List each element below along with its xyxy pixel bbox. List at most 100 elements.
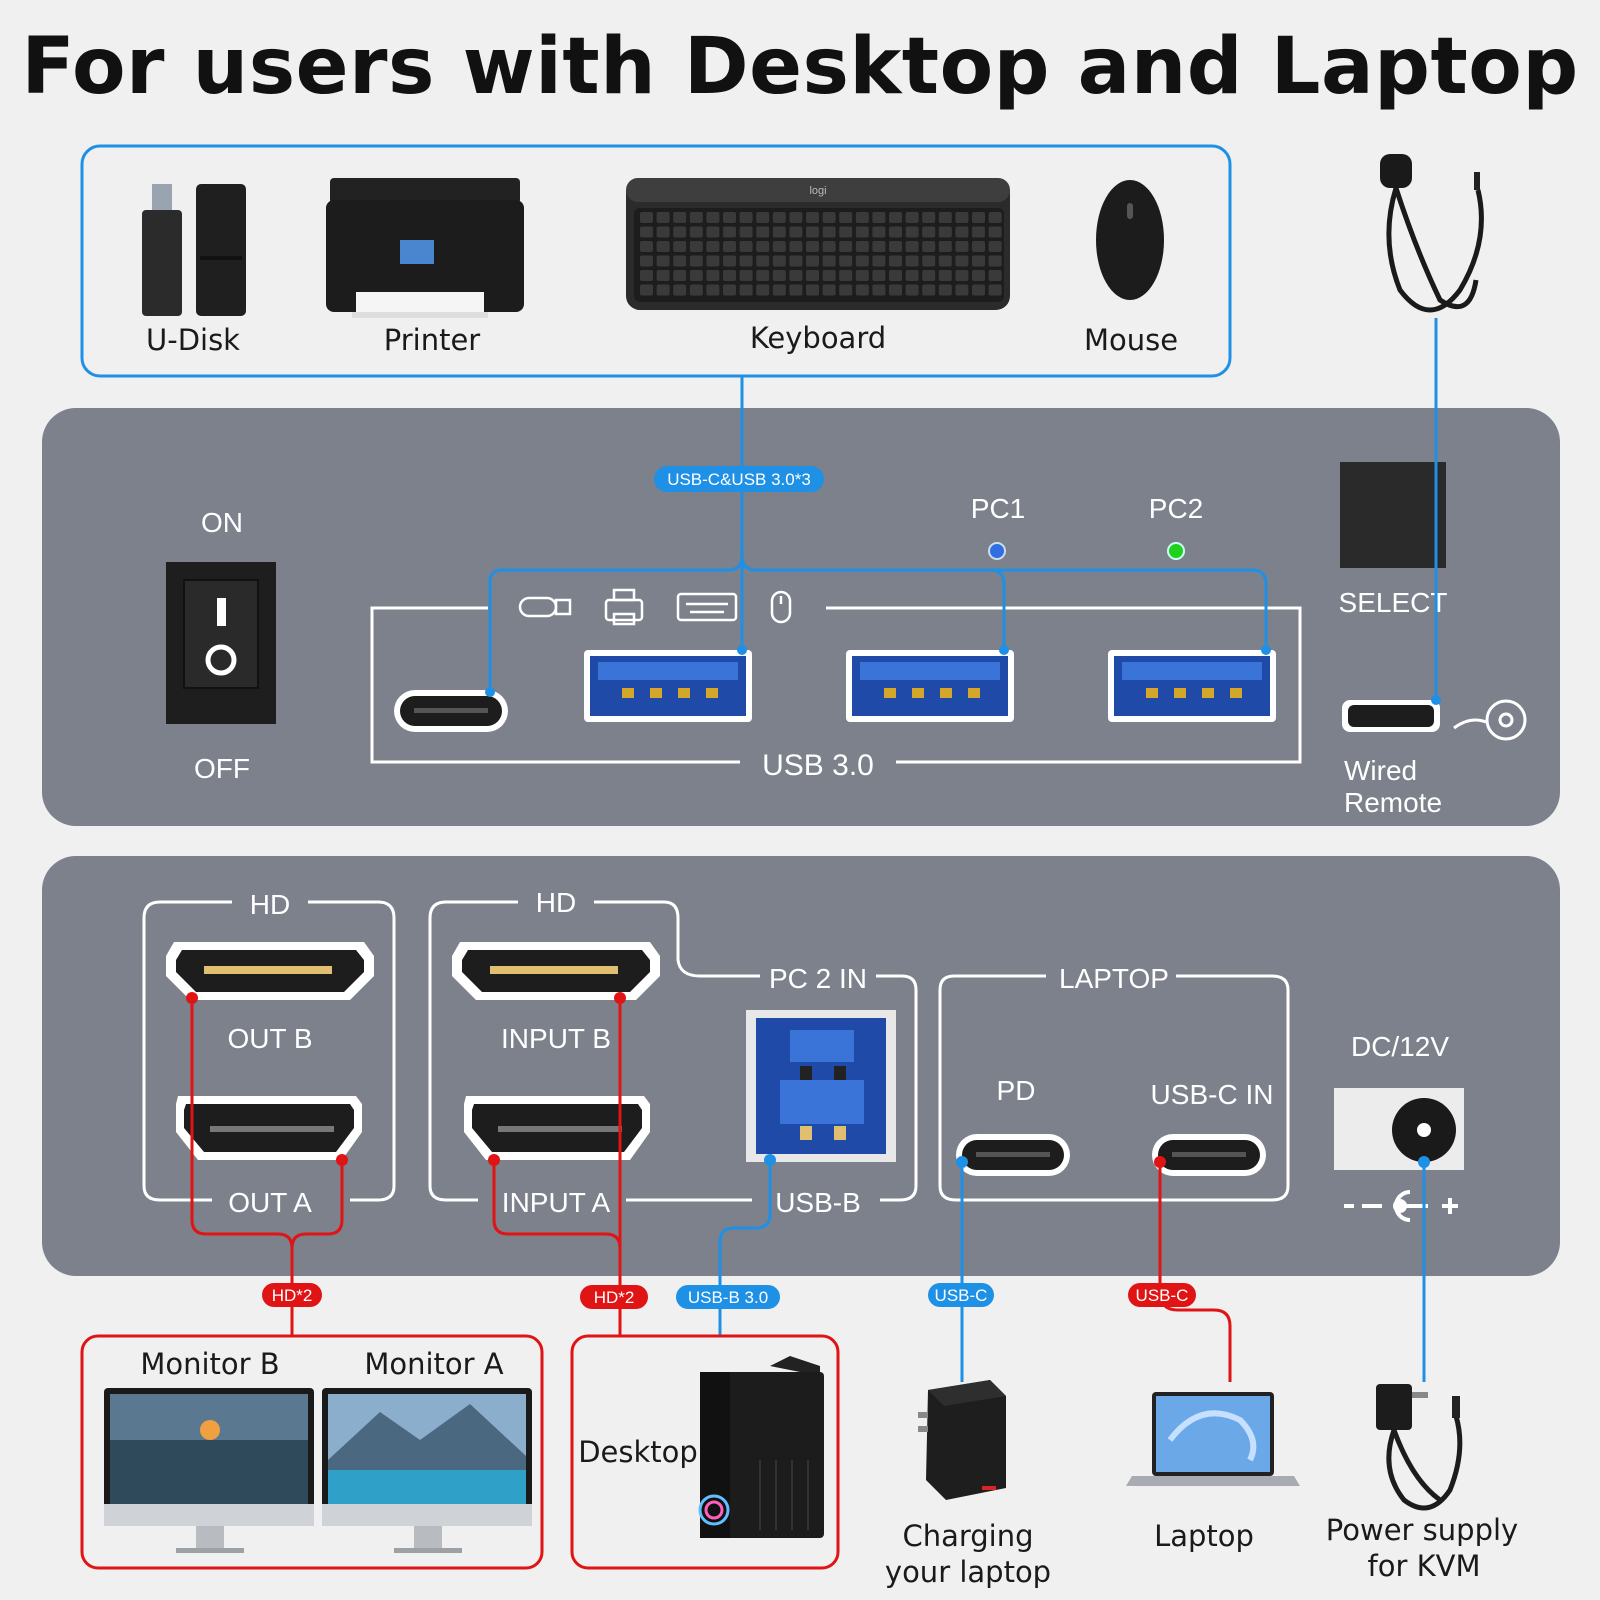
usb-a-port-2[interactable] bbox=[846, 650, 1014, 722]
udisk-label: U-Disk bbox=[146, 323, 240, 357]
keyboard-key bbox=[739, 212, 753, 223]
pc1-led bbox=[988, 542, 1006, 560]
keyboard-key bbox=[839, 255, 853, 267]
keyboard-key bbox=[855, 241, 869, 252]
svg-text:HD*2: HD*2 bbox=[272, 1286, 313, 1305]
keyboard-key bbox=[922, 226, 936, 238]
hd-left-label: HD bbox=[250, 889, 290, 920]
keyboard-key bbox=[922, 255, 936, 267]
keyboard-key bbox=[872, 255, 886, 267]
keyboard-key bbox=[806, 284, 819, 296]
keyboard-key bbox=[955, 241, 969, 252]
pc2-label: PC2 bbox=[1149, 493, 1203, 524]
keyboard-key bbox=[905, 284, 919, 296]
keyboard-key bbox=[972, 270, 985, 281]
keyboard-key bbox=[772, 284, 786, 296]
hd-right-bracket bbox=[428, 900, 760, 1202]
select-label: SELECT bbox=[1339, 587, 1448, 618]
keyboard-key bbox=[889, 255, 902, 267]
select-button[interactable] bbox=[1340, 462, 1446, 568]
pd-label: PD bbox=[997, 1075, 1036, 1106]
keyboard-key bbox=[723, 270, 736, 281]
keyboard-key bbox=[689, 255, 703, 267]
usb-stick-small-icon bbox=[518, 596, 572, 618]
keyboard-key bbox=[756, 255, 770, 267]
keyboard-key bbox=[706, 270, 720, 281]
printer-label: Printer bbox=[384, 323, 481, 357]
pd-usbc-port[interactable] bbox=[956, 1134, 1070, 1176]
keyboard-key bbox=[689, 226, 703, 238]
keyboard-key bbox=[872, 212, 886, 223]
input-b-port[interactable] bbox=[452, 942, 660, 1000]
keyboard-key bbox=[673, 255, 687, 267]
printer-small-icon bbox=[604, 588, 644, 626]
keyboard-key bbox=[955, 255, 969, 267]
keyboard-key bbox=[955, 270, 969, 281]
pc1-label: PC1 bbox=[971, 493, 1025, 524]
keyboard-key bbox=[756, 284, 770, 296]
usb-b-port[interactable] bbox=[746, 1010, 896, 1162]
keyboard-key bbox=[772, 241, 786, 252]
usb-a-port-1[interactable] bbox=[584, 650, 752, 722]
keyboard-small-icon bbox=[676, 592, 738, 622]
keyboard-key bbox=[689, 212, 703, 223]
keyboard-key bbox=[673, 212, 687, 223]
power-label-1: Power supply bbox=[1326, 1513, 1518, 1547]
keyboard-key bbox=[656, 241, 670, 252]
keyboard-key bbox=[955, 284, 969, 296]
front-usbc-port[interactable] bbox=[394, 690, 508, 732]
keyboard-key bbox=[972, 284, 985, 296]
keyboard-key bbox=[938, 284, 952, 296]
keyboard-key bbox=[640, 226, 653, 238]
out-b-port[interactable] bbox=[166, 942, 374, 1000]
dc-jack[interactable] bbox=[1334, 1088, 1464, 1170]
input-a-port[interactable] bbox=[464, 1096, 650, 1160]
keyboard-key bbox=[739, 255, 753, 267]
keyboard-key bbox=[822, 226, 836, 238]
out-a-port[interactable] bbox=[176, 1096, 362, 1160]
out-b-label: OUT B bbox=[227, 1023, 312, 1054]
keyboard-key bbox=[640, 270, 653, 281]
blue-lines-back bbox=[718, 1160, 1426, 1382]
keyboard-key bbox=[905, 226, 919, 238]
usbc-in-port[interactable] bbox=[1152, 1134, 1266, 1176]
keyboard-key bbox=[988, 226, 1002, 238]
keyboard-key bbox=[938, 270, 952, 281]
desktop-icon bbox=[698, 1356, 824, 1538]
keyboard-key bbox=[723, 284, 736, 296]
keyboard-key bbox=[656, 212, 670, 223]
keyboard-key bbox=[905, 270, 919, 281]
power-switch[interactable] bbox=[166, 562, 276, 724]
keyboard-key bbox=[839, 212, 853, 223]
out-a-label: OUT A bbox=[228, 1187, 312, 1218]
remote-label: Remote bbox=[1344, 787, 1442, 818]
keyboard-key bbox=[822, 212, 836, 223]
power-label-2: for KVM bbox=[1368, 1549, 1481, 1583]
keyboard-key bbox=[839, 270, 853, 281]
keyboard-key bbox=[656, 270, 670, 281]
keyboard-key bbox=[689, 241, 703, 252]
keyboard-key bbox=[938, 212, 952, 223]
keyboard-key bbox=[756, 241, 770, 252]
off-label: OFF bbox=[194, 753, 250, 784]
keyboard-key bbox=[972, 212, 985, 223]
keyboard-key bbox=[855, 226, 869, 238]
keyboard-key bbox=[723, 212, 736, 223]
keyboard-key bbox=[673, 241, 687, 252]
dc-label: DC/12V bbox=[1351, 1031, 1449, 1062]
keyboard-key bbox=[938, 226, 952, 238]
usb-a-port-3[interactable] bbox=[1108, 650, 1276, 722]
keyboard-key bbox=[789, 284, 803, 296]
keyboard-key bbox=[640, 212, 653, 223]
keyboard-key bbox=[855, 270, 869, 281]
usbb30-tag: USB-B 3.0 bbox=[676, 1285, 780, 1309]
usbc-in-label: USB-C IN bbox=[1151, 1079, 1274, 1110]
wired-remote-port[interactable] bbox=[1342, 700, 1440, 732]
keyboard-key bbox=[872, 226, 886, 238]
keyboard-key bbox=[756, 270, 770, 281]
usb30-label: USB 3.0 bbox=[762, 749, 874, 782]
keyboard-key bbox=[789, 241, 803, 252]
usbc-red-tag: USB-C bbox=[1128, 1283, 1196, 1307]
keyboard-key bbox=[706, 241, 720, 252]
keyboard-key bbox=[689, 284, 703, 296]
